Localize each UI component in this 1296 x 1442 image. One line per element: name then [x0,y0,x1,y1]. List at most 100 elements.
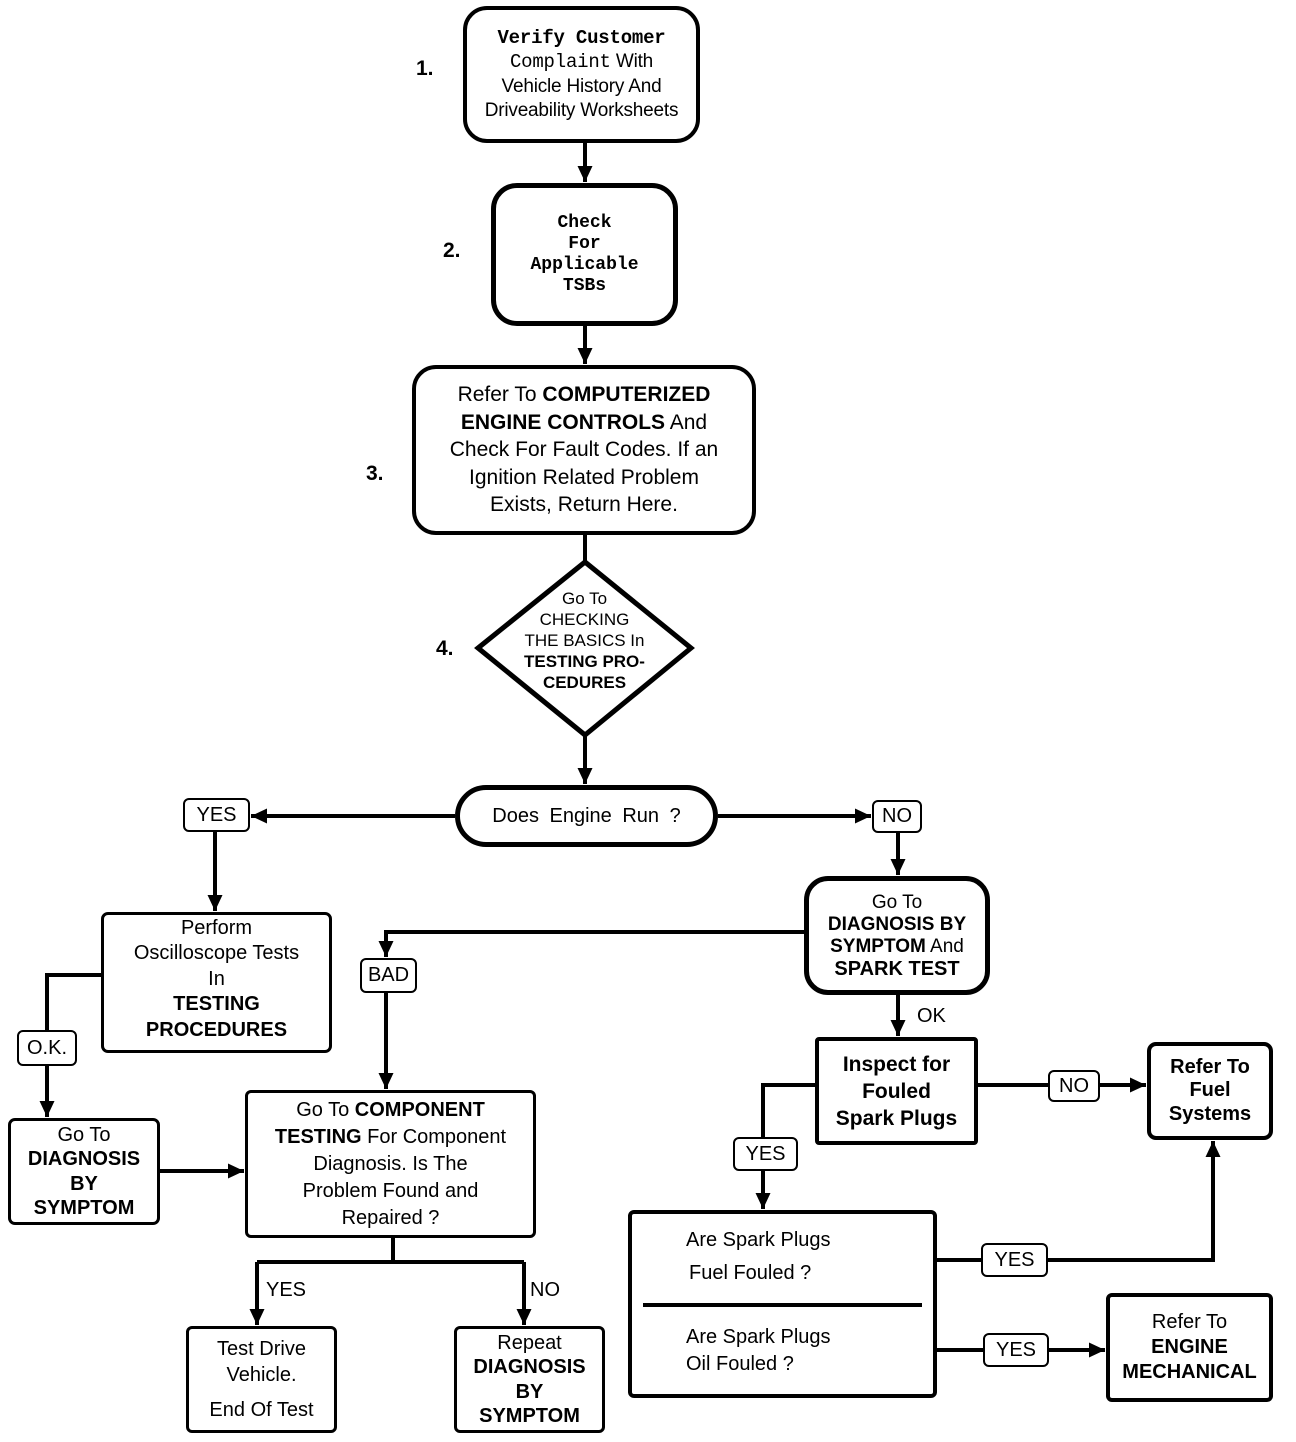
component-line-3: Diagnosis. Is The [313,1152,468,1175]
line-oscilloscope-to-ok [45,973,101,1030]
inspect-line-1: Inspect for [842,1052,951,1076]
engine-mech-line-2: ENGINE [1151,1336,1228,1358]
component-no-label: NO [530,1279,560,1301]
verify-line-4: Driveability Worksheets [484,100,679,121]
verify-complaint-box: Verify Customer Complaint With Vehicle H… [463,6,700,143]
repeat-line-1: Repeat [497,1331,562,1354]
verify-line-2b: With [610,51,654,72]
engine-run-question: Does Engine Run ? [492,804,681,827]
spark-test-line-4: SPARK TEST [834,957,960,980]
arrow-spark-test-to-bad [378,930,804,957]
diag-left-line-4: SYMPTOM [33,1197,135,1219]
fouled-divider [643,1303,922,1307]
fuel-systems-line-1: Refer To [1170,1055,1250,1078]
line-component-branch [257,1238,524,1264]
oscilloscope-tests-box: Perform Oscilloscope Tests In TESTING PR… [101,912,332,1053]
test-drive-line-2: Vehicle. [226,1364,297,1386]
engine-mech-line-3: MECHANICAL [1122,1361,1257,1383]
verify-line-2a: Complaint [509,51,611,73]
tsbs-line-2: For [568,233,601,254]
fuel-fouled-yes-tag: YES [981,1243,1048,1277]
line-inspect-to-yes [761,1083,815,1137]
oscilloscope-line-3: In [208,967,225,990]
fuel-systems-line-3: Systems [1168,1102,1252,1125]
diag-left-line-1: Go To [57,1123,111,1146]
spark-test-line-3b: And [925,935,964,957]
spark-test-line-1: Go To [871,891,923,913]
component-line-1b: COMPONENT [354,1098,485,1121]
step-number-2: 2. [443,239,461,262]
step-number-4: 4. [436,637,454,660]
inspect-no-tag: NO [1048,1070,1100,1102]
component-line-1: Go To COMPONENT [296,1097,485,1124]
verify-line-1: Verify Customer [497,26,666,49]
computerized-line-5: Exists, Return Here. [490,493,678,517]
oscilloscope-line-2: Oscilloscope Tests [133,942,300,965]
verify-line-3: Vehicle History And [501,75,662,97]
fuel-systems-box: Refer To Fuel Systems [1147,1042,1273,1140]
step-number-1: 1. [416,57,434,80]
repeat-line-3: BY [515,1380,544,1403]
repeat-line-4: SYMPTOM [479,1405,580,1427]
test-drive-box: Test Drive Vehicle. End Of Test [186,1326,337,1433]
tsbs-line-4: TSBs [562,275,607,296]
does-engine-run-box: Does Engine Run ? [455,785,718,847]
engine-mechanical-box: Refer To ENGINE MECHANICAL [1106,1293,1273,1402]
component-line-2a: TESTING [274,1125,362,1148]
basics-line-5: CEDURES [542,673,627,692]
spark-plugs-fouled-box: Are Spark Plugs Fuel Fouled ? Are Spark … [628,1210,937,1398]
component-testing-box: Go To COMPONENT TESTING For Component Di… [245,1090,536,1238]
step-number-3: 3. [366,462,384,485]
oscilloscope-bad-tag: BAD [360,958,417,993]
test-drive-line-3: End Of Test [209,1399,314,1421]
test-drive-line-1: Test Drive [217,1338,306,1360]
diag-left-line-3: BY [70,1172,98,1195]
computerized-line-1a: Refer To [457,383,543,407]
component-line-5: Repaired ? [341,1206,440,1229]
oscilloscope-line-1: Perform [180,916,253,939]
computerized-line-2b: And [665,410,708,434]
basics-line-3: THE BASICS In [524,631,645,650]
fuel-systems-line-2: Fuel [1189,1079,1231,1102]
engine-mech-line-1: Refer To [1151,1311,1228,1333]
oscilloscope-line-4: TESTING [173,993,260,1016]
spark-test-line-3a: SYMPTOM [830,935,926,957]
engine-run-yes-tag: YES [183,798,250,832]
oscilloscope-ok-tag: O.K. [17,1030,77,1066]
component-yes-label: YES [266,1279,307,1301]
engine-run-no-tag: NO [872,800,922,833]
basics-line-1: Go To [561,589,608,608]
arrow-yes-to-fuel-systems [1048,1141,1221,1262]
component-line-2b: For Component [361,1125,507,1148]
oil-fouled-line-1: Are Spark Plugs [686,1326,831,1348]
diagnosis-by-symptom-box: Go To DIAGNOSIS BY SYMPTOM [8,1118,160,1225]
check-tsbs-box: Check For Applicable TSBs [491,183,678,326]
fuel-fouled-line-1: Are Spark Plugs [686,1229,831,1251]
tsbs-line-1: Check [557,212,612,233]
basics-line-4: TESTING PRO- [524,652,645,671]
diag-left-line-2: DIAGNOSIS [27,1148,141,1170]
computerized-line-1: Refer To COMPUTERIZED [458,381,711,409]
component-line-4: Problem Found and [302,1179,479,1202]
basics-diamond [474,558,695,739]
diagnosis-spark-test-box: Go To DIAGNOSIS BY SYMPTOM And SPARK TES… [804,876,990,995]
component-line-2: TESTING For Component [275,1124,506,1151]
inspect-yes-tag: YES [733,1137,798,1171]
inspect-line-3: Spark Plugs [835,1106,958,1130]
repeat-line-2: DIAGNOSIS [473,1356,586,1378]
verify-line-2: Complaint With [510,50,653,75]
fuel-fouled-line-2: Fuel Fouled ? [689,1262,812,1284]
basics-line-2: CHECKING [539,610,630,629]
computerized-engine-controls-box: Refer To COMPUTERIZED ENGINE CONTROLS An… [412,365,756,535]
computerized-line-2a: ENGINE CONTROLS [460,410,666,434]
spark-test-line-3: SYMPTOM And [830,936,964,958]
computerized-line-4: Ignition Related Problem [469,465,699,489]
spark-test-line-2: DIAGNOSIS BY [827,913,967,935]
computerized-line-1b: COMPUTERIZED [542,383,711,407]
checking-basics-decision: Go To CHECKING THE BASICS In TESTING PRO… [477,560,692,737]
inspect-line-2: Fouled [862,1079,931,1103]
tsbs-line-3: Applicable [530,254,639,275]
computerized-line-2: ENGINE CONTROLS And [461,409,707,437]
spark-test-ok-label: OK [917,1005,946,1027]
